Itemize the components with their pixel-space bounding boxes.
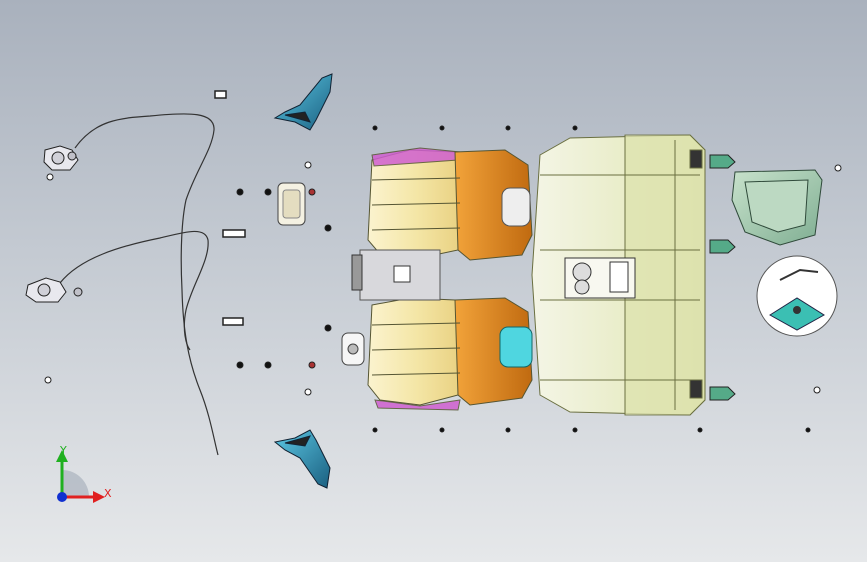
fastener-dots[interactable]	[44, 125, 842, 433]
small-clip-parts[interactable]	[214, 90, 246, 326]
wire-harness[interactable]	[59, 113, 219, 456]
center-console[interactable]	[351, 249, 441, 301]
pillar-bracket-icon[interactable]	[273, 73, 333, 131]
coordinate-triad: Y X	[56, 444, 112, 503]
x-axis-label: X	[104, 487, 112, 500]
seatbelt-retractor-icon[interactable]	[25, 277, 83, 303]
front-seat-icon[interactable]	[367, 147, 533, 261]
buckle-part[interactable]	[341, 332, 365, 366]
storage-tray-icon[interactable]	[731, 169, 823, 246]
seatbelt-retractor-icon[interactable]	[43, 145, 79, 171]
seat-latch-parts[interactable]	[709, 154, 736, 401]
front-seat-icon[interactable]	[367, 297, 533, 411]
pillar-bracket-icon[interactable]	[273, 429, 331, 489]
rear-bench-seat-icon[interactable]	[531, 134, 706, 416]
scissor-jack-icon[interactable]	[756, 255, 838, 337]
armrest-block[interactable]	[277, 182, 306, 226]
y-axis-label: Y	[59, 444, 67, 457]
